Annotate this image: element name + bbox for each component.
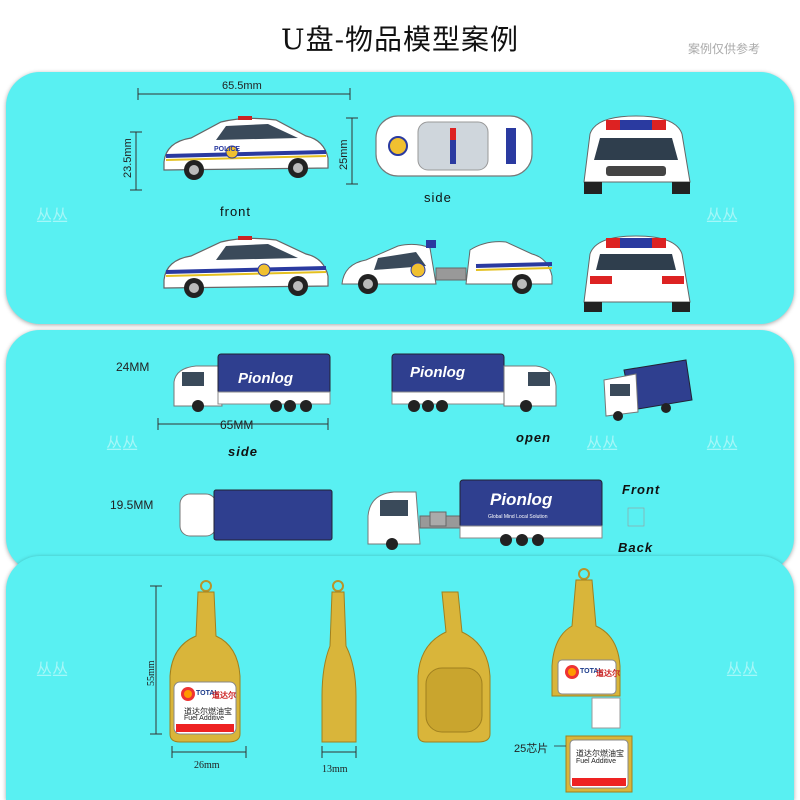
car-front-label: front (220, 204, 252, 219)
fuel-bottle-front-view (169, 580, 241, 743)
bottle-brand: TOTAL (580, 668, 603, 675)
truck-brand: Pionlog (490, 490, 553, 509)
watermark: 丛丛 (706, 434, 739, 453)
fuel-bottle-panel: 55mm 26mm 13mm 25芯片 TOTAL 道达尔 道达尔燃油宝 Fue… (6, 556, 794, 800)
truck-back-outline (627, 507, 645, 527)
car-height-dimension: 23.5mm (122, 138, 134, 178)
bottle-product-cn: 道达尔燃油宝 (576, 749, 624, 758)
bottle-brand-cn: 道达尔 (596, 669, 620, 678)
car-side-height-dimension: 25mm (338, 139, 350, 170)
watermark: 丛丛 (36, 206, 69, 225)
bottle-brand: TOTAL (196, 690, 219, 697)
police-car-front-view (583, 115, 691, 194)
fuel-bottle-back-view (417, 591, 491, 743)
police-car-side-view-2 (163, 236, 329, 298)
fuel-bottle-open-view (551, 568, 633, 793)
truck-open-label: open (516, 430, 552, 445)
car-width-dimension: 65.5mm (222, 80, 262, 92)
truck-brand: Pionlog (238, 370, 293, 387)
bottle-product-en: Fuel Additive (184, 715, 225, 722)
bottle-product-cn: 道达尔燃油宝 (184, 707, 232, 716)
truck-panel: 24MM 65MM 19.5MM side open Front Back Pi… (6, 330, 794, 572)
police-car-rear-view (583, 235, 691, 312)
truck-front-view (603, 359, 693, 421)
car-side-label: side (424, 190, 452, 205)
fuel-bottle-drawings (150, 568, 633, 793)
truck-open-view-2 (367, 479, 603, 550)
reference-note: 案例仅供参考 (687, 42, 760, 56)
truck-drawings (157, 353, 693, 550)
truck-dimension-lines (157, 418, 329, 430)
bottle-brand-cn: 道达尔 (212, 691, 236, 700)
truck-height2-dimension: 19.5MM (110, 498, 154, 512)
police-car-side-view (163, 116, 329, 180)
police-car-top-view (375, 115, 533, 177)
truck-back-label: Back (618, 540, 654, 555)
bottle-width-dimension: 26mm (194, 760, 220, 771)
truck-width-dimension: 65MM (220, 418, 254, 432)
watermark: 丛丛 (586, 434, 619, 453)
bottle-product-en: Fuel Additive (576, 758, 617, 765)
watermark: 丛丛 (706, 206, 739, 225)
police-text: POLICE (214, 146, 241, 153)
bottle-dimension-lines (150, 585, 357, 758)
truck-side-label: side (228, 444, 259, 459)
police-car-drawings (130, 88, 691, 312)
dimension-lines (130, 88, 358, 191)
watermark: 丛丛 (726, 660, 759, 679)
truck-top-view (179, 489, 333, 541)
watermark: 丛丛 (36, 660, 69, 679)
truck-front-label: Front (622, 482, 661, 497)
chip-label: 25芯片 (514, 743, 549, 755)
watermark: 丛丛 (106, 434, 139, 453)
police-car-panel: 65.5mm 23.5mm 25mm front side POLICE 丛丛 … (6, 72, 794, 324)
truck-slogan: Global Mind Local Solution (488, 514, 548, 520)
truck-open-view (391, 353, 557, 412)
fuel-bottle-side-view (321, 580, 357, 743)
truck-brand: Pionlog (410, 364, 465, 381)
bottle-depth-dimension: 13mm (322, 764, 348, 775)
police-car-open-view (341, 240, 553, 294)
truck-height-dimension: 24MM (116, 360, 150, 374)
bottle-height-dimension: 55mm (146, 660, 157, 686)
page-title: U盘-物品模型案例 (280, 23, 520, 56)
truck-side-view (173, 353, 331, 412)
